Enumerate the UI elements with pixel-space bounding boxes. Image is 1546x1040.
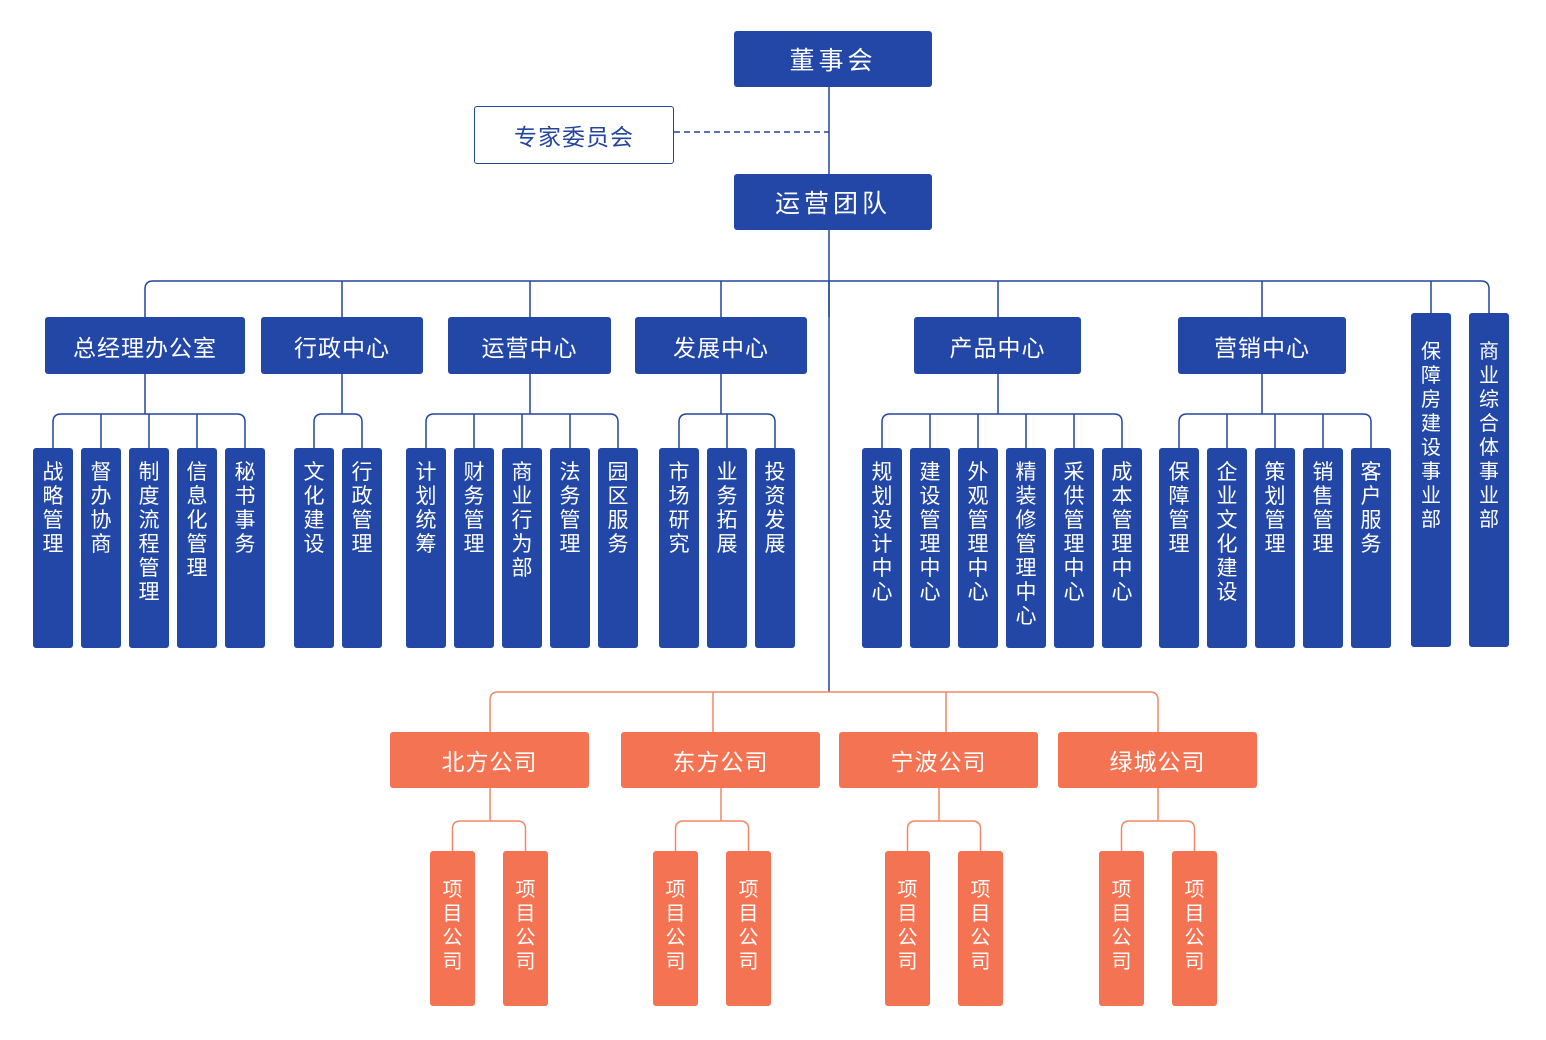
- board-node: 董事会: [734, 31, 932, 87]
- center-4: 产品中心: [914, 317, 1081, 374]
- center-1-bracket-line: [313, 413, 363, 448]
- sub-dept-2-0: 计划统筹: [406, 448, 446, 648]
- company-3-bracket-line: [1120, 820, 1196, 851]
- sub-dept-5-0: 保障管理: [1159, 448, 1199, 648]
- center-1: 行政中心: [261, 317, 423, 374]
- center-0-bracket-line: [52, 413, 246, 448]
- sub-dept-5-1: 企业文化建设: [1207, 448, 1247, 648]
- sub-dept-0-4: 秘书事务: [225, 448, 265, 648]
- project-company-1-0: 项目公司: [653, 851, 698, 1006]
- division-0: 保障房建设事业部: [1411, 313, 1451, 647]
- project-company-3-1: 项目公司: [1172, 851, 1217, 1006]
- sub-dept-5-3: 销售管理: [1303, 448, 1343, 648]
- sub-dept-2-1: 财务管理: [454, 448, 494, 648]
- sub-dept-4-1: 建设管理中心: [910, 448, 950, 648]
- project-company-1-1: 项目公司: [726, 851, 771, 1006]
- sub-dept-3-1: 业务拓展: [707, 448, 747, 648]
- sub-dept-0-3: 信息化管理: [177, 448, 217, 648]
- project-company-0-0: 项目公司: [430, 851, 475, 1006]
- project-company-3-0: 项目公司: [1099, 851, 1144, 1006]
- project-company-2-0: 项目公司: [885, 851, 930, 1006]
- sub-dept-3-0: 市场研究: [659, 448, 699, 648]
- sub-dept-4-2: 外观管理中心: [958, 448, 998, 648]
- company-3: 绿城公司: [1058, 732, 1257, 788]
- center-5: 营销中心: [1178, 317, 1346, 374]
- sub-dept-2-4: 园区服务: [598, 448, 638, 648]
- company-1: 东方公司: [621, 732, 820, 788]
- sub-dept-4-4: 采供管理中心: [1054, 448, 1094, 648]
- sub-dept-5-4: 客户服务: [1351, 448, 1391, 648]
- company-0: 北方公司: [390, 732, 589, 788]
- sub-dept-1-0: 文化建设: [294, 448, 334, 648]
- company-bus-line: [489, 691, 1159, 732]
- sub-dept-0-0: 战略管理: [33, 448, 73, 648]
- sub-dept-5-2: 策划管理: [1255, 448, 1295, 648]
- company-0-bracket-line: [451, 820, 527, 851]
- expert-committee-node: 专家委员会: [474, 106, 674, 164]
- center-5-bracket-line: [1178, 413, 1372, 448]
- sub-dept-3-2: 投资发展: [755, 448, 795, 648]
- center-4-bracket-line: [881, 413, 1123, 448]
- sub-dept-0-1: 督办协商: [81, 448, 121, 648]
- center-3: 发展中心: [635, 317, 807, 374]
- center-3-bracket-line: [678, 413, 776, 448]
- company-1-bracket-line: [674, 820, 750, 851]
- project-company-2-1: 项目公司: [958, 851, 1003, 1006]
- sub-dept-4-0: 规划设计中心: [862, 448, 902, 648]
- division-1: 商业综合体事业部: [1469, 313, 1509, 647]
- sub-dept-1-1: 行政管理: [342, 448, 382, 648]
- center-2: 运营中心: [448, 317, 611, 374]
- sub-dept-4-5: 成本管理中心: [1102, 448, 1142, 648]
- sub-dept-2-2: 商业行为部: [502, 448, 542, 648]
- project-company-0-1: 项目公司: [503, 851, 548, 1006]
- center-2-bracket-line: [425, 413, 619, 448]
- top-bus-line: [144, 280, 1490, 317]
- company-2-bracket-line: [906, 820, 982, 851]
- sub-dept-4-3: 精装修管理中心: [1006, 448, 1046, 648]
- center-0: 总经理办公室: [45, 317, 245, 374]
- sub-dept-0-2: 制度流程管理: [129, 448, 169, 648]
- ops-team-node: 运营团队: [734, 174, 932, 230]
- sub-dept-2-3: 法务管理: [550, 448, 590, 648]
- company-2: 宁波公司: [839, 732, 1038, 788]
